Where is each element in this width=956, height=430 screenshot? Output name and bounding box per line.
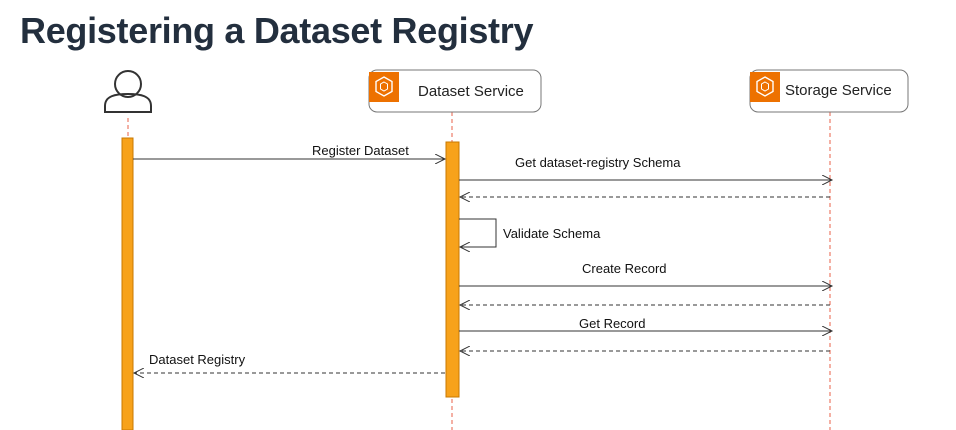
activation-bar-user	[121, 137, 134, 430]
message-label-register-dataset: Register Dataset	[312, 143, 409, 158]
message-label-get-record: Get Record	[579, 316, 645, 331]
user-icon	[104, 70, 152, 113]
aws-service-icon	[369, 72, 399, 102]
message-label-create-record: Create Record	[582, 261, 667, 276]
participant-storage-service: Storage Service	[749, 69, 909, 113]
aws-service-icon	[750, 72, 780, 102]
message-label-get-schema: Get dataset-registry Schema	[515, 155, 681, 170]
message-arrow-validate-schema	[459, 218, 497, 247]
message-label-dataset-registry: Dataset Registry	[149, 352, 246, 367]
participant-dataset-service: Dataset Service	[368, 69, 542, 113]
participant-storage-service-label: Storage Service	[785, 82, 892, 99]
activation-bar-dataset-service	[445, 141, 460, 398]
message-label-validate-schema: Validate Schema	[503, 226, 601, 241]
participant-dataset-service-label: Dataset Service	[418, 83, 524, 100]
page-title: Registering a Dataset Registry	[20, 10, 534, 51]
